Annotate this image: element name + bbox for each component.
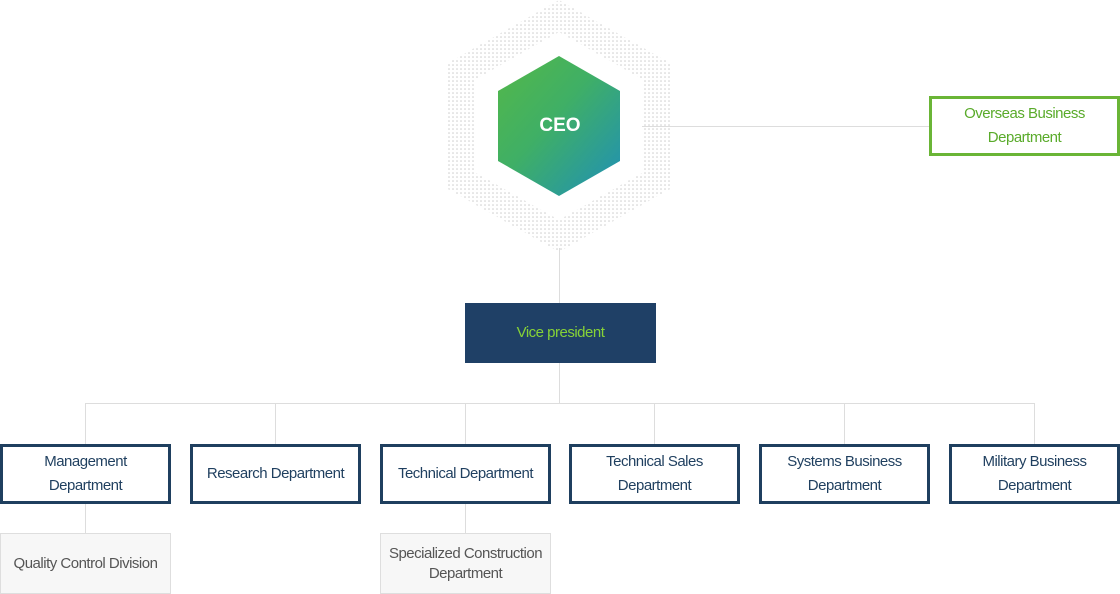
specialized-construction-department: Specialized Construction Department <box>380 533 551 594</box>
connector-drop-4 <box>654 403 655 445</box>
military-business-department: Military Business Department <box>949 444 1120 504</box>
quality-control-division: Quality Control Division <box>0 533 171 594</box>
ceo-hexagon-core <box>498 56 620 196</box>
connector-horizontal-bus <box>85 403 1035 404</box>
department-label-line1: Management <box>44 453 127 470</box>
department-label-line2: Department <box>617 477 692 494</box>
vice-president-box: Vice president <box>465 303 656 363</box>
overseas-label-line2: Department <box>987 129 1062 146</box>
department-label-line2: Department <box>48 477 123 494</box>
connector-ceo-vp <box>559 248 560 303</box>
department-label-line2: Department <box>997 477 1072 494</box>
department-label-line1: Technical Department <box>397 465 534 482</box>
connector-drop-1 <box>85 403 86 445</box>
ceo-label: CEO <box>539 115 581 136</box>
ceo-hexagon <box>448 0 670 252</box>
department-label-line2: Department <box>807 477 882 494</box>
overseas-label-line1: Overseas Business <box>964 105 1085 122</box>
department-label-line1: Systems Business <box>787 453 902 470</box>
connector-management-quality <box>85 503 86 534</box>
vice-president-label: Vice president <box>516 324 605 341</box>
department-label-line1: Technical Sales <box>606 453 703 470</box>
technical-sales-department: Technical Sales Department <box>569 444 740 504</box>
management-department: Management Department <box>0 444 171 504</box>
connector-ceo-overseas <box>620 126 930 127</box>
department-label-line1: Military Business <box>982 453 1087 470</box>
connector-drop-6 <box>1034 403 1035 445</box>
sub-department-label-line1: Quality Control Division <box>13 554 158 572</box>
connector-drop-2 <box>275 403 276 445</box>
systems-business-department: Systems Business Department <box>759 444 930 504</box>
research-department: Research Department <box>190 444 361 504</box>
connector-drop-3 <box>465 403 466 445</box>
connector-drop-5 <box>844 403 845 445</box>
department-label-line1: Research Department <box>206 465 345 482</box>
connector-vp-bus <box>559 362 560 404</box>
technical-department: Technical Department <box>380 444 551 504</box>
sub-department-label-line1: Specialized Construction <box>388 544 543 562</box>
connector-technical-construction <box>465 503 466 534</box>
overseas-business-department: Overseas Business Department <box>929 96 1120 156</box>
sub-department-label-line2: Department <box>428 564 503 582</box>
